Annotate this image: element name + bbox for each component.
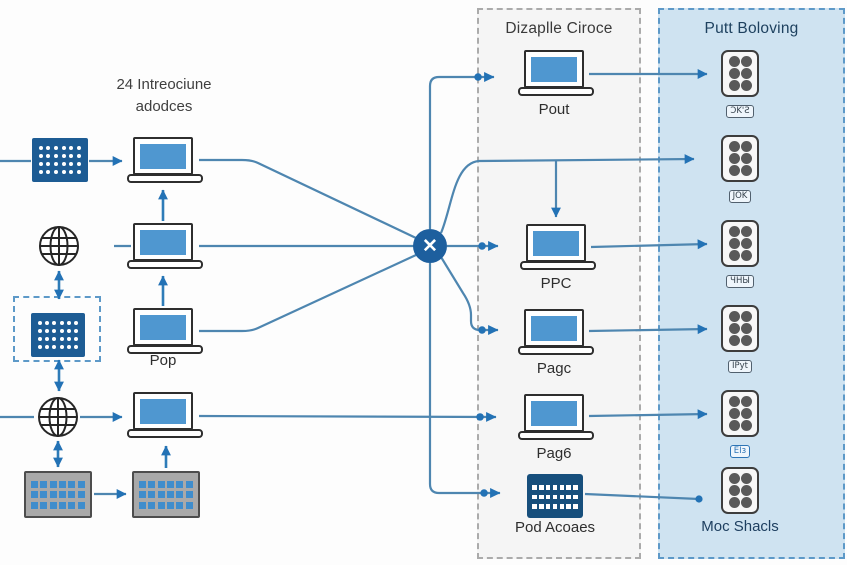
laptop-icon-pop xyxy=(127,308,203,354)
x-icon: ✕ xyxy=(422,235,438,257)
server-rack-5 xyxy=(721,390,759,437)
keyboard-icon-left xyxy=(24,471,92,518)
grouped-grid-block xyxy=(31,313,85,357)
rack-badge-1: ƆΚ'Ƨ xyxy=(726,105,754,118)
panel-right-title: Putt Boloving xyxy=(704,20,799,37)
server-rack-4 xyxy=(721,305,759,352)
node-ppc-label: PPC xyxy=(540,275,572,292)
node-pagc-laptop xyxy=(518,309,594,355)
wire-group-left xyxy=(0,156,497,499)
node-pag6-label: Pag6 xyxy=(536,445,572,462)
rack-badge-5: ЕΙз xyxy=(729,445,751,458)
diagram-title: 24 Intreociune adodces xyxy=(58,74,270,118)
wire-group-hub xyxy=(428,72,695,498)
rack-badge-2: JOΚ xyxy=(728,190,752,203)
moc-shacls-label: Moc Shacls xyxy=(701,518,779,535)
keyboard-icon-right xyxy=(132,471,200,518)
node-pagc-label: Pagc xyxy=(536,360,572,377)
title-line1: 24 Intreociune xyxy=(116,76,212,93)
server-rack-6 xyxy=(721,467,759,514)
rack-badge-3: ЧΗЫ xyxy=(726,275,754,288)
node-ppc-laptop xyxy=(520,224,596,270)
node-pout-laptop xyxy=(518,50,594,96)
hub-x-node: ✕ xyxy=(413,229,447,263)
panel-middle-group: Dizaplle Ciroce xyxy=(477,8,641,559)
globe-icon-top xyxy=(37,224,81,273)
laptop-icon-row1 xyxy=(127,137,203,183)
server-rack-1 xyxy=(721,50,759,97)
globe-icon-bottom xyxy=(36,395,80,444)
node-pod-keyboard-icon xyxy=(527,474,583,518)
node-pod-label: Pod Acoaes xyxy=(514,519,596,536)
node-pag6-laptop xyxy=(518,394,594,440)
server-rack-3 xyxy=(721,220,759,267)
panel-middle-title: Dizaplle Ciroce xyxy=(505,20,613,37)
rack-badge-4: IPyt xyxy=(728,360,752,373)
pop-label: Pop xyxy=(149,352,177,369)
laptop-icon-row4 xyxy=(127,392,203,438)
server-rack-2 xyxy=(721,135,759,182)
laptop-icon-row2 xyxy=(127,223,203,269)
title-line2: adodces xyxy=(135,97,193,115)
ingress-grid-block xyxy=(32,138,88,182)
node-pout-label: Pout xyxy=(538,101,570,118)
wire-group-vertical-arrows xyxy=(53,189,171,468)
wire-group-right xyxy=(584,69,708,503)
